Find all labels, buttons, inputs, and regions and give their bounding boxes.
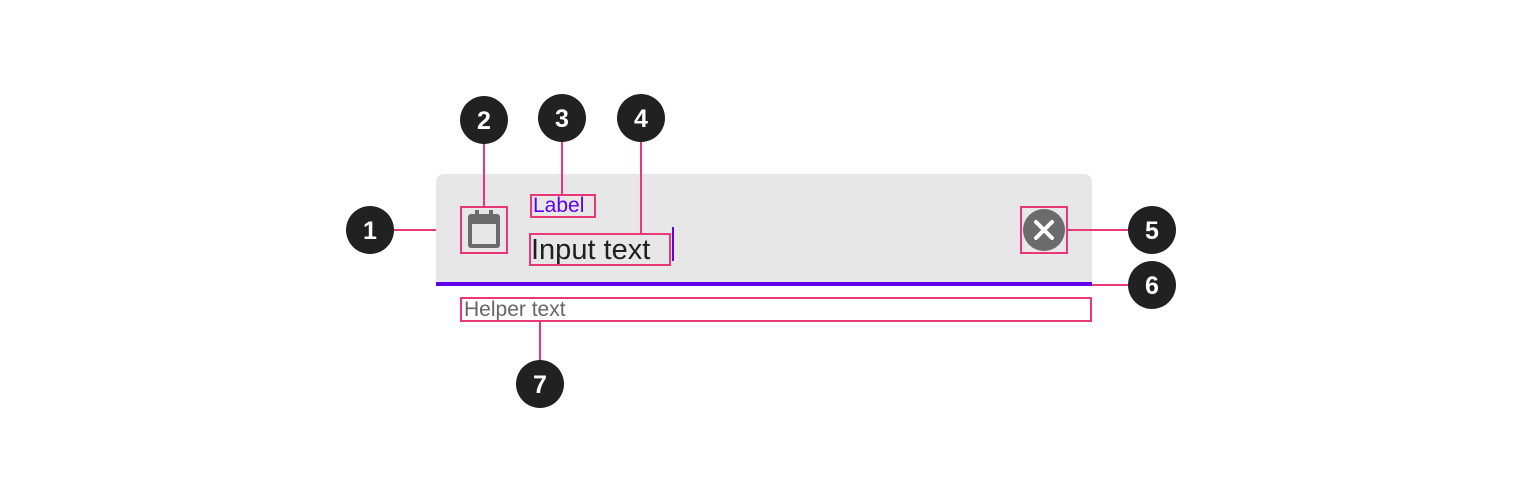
callout-number-2: 2 — [477, 107, 491, 135]
calendar-icon[interactable] — [460, 206, 508, 254]
callout-number-6: 6 — [1145, 272, 1159, 300]
callout-number-5: 5 — [1145, 217, 1159, 245]
helper-text: Helper text — [464, 298, 566, 321]
callout-badge-1: 1 — [346, 206, 394, 254]
callout-number-4: 4 — [634, 105, 648, 133]
input-text[interactable]: Input text — [531, 234, 651, 266]
callout-badge-6: 6 — [1128, 261, 1176, 309]
field-label: Label — [533, 194, 585, 217]
active-indicator — [436, 282, 1092, 286]
callout-number-3: 3 — [555, 105, 569, 133]
callout-badge-7: 7 — [516, 360, 564, 408]
callout-badge-4: 4 — [617, 94, 665, 142]
callout-number-1: 1 — [363, 217, 377, 245]
callout-badge-2: 2 — [460, 96, 508, 144]
clear-icon[interactable] — [1020, 206, 1068, 254]
callout-badge-3: 3 — [538, 94, 586, 142]
callout-number-7: 7 — [533, 371, 547, 399]
text-caret — [672, 227, 674, 261]
callout-badge-5: 5 — [1128, 206, 1176, 254]
